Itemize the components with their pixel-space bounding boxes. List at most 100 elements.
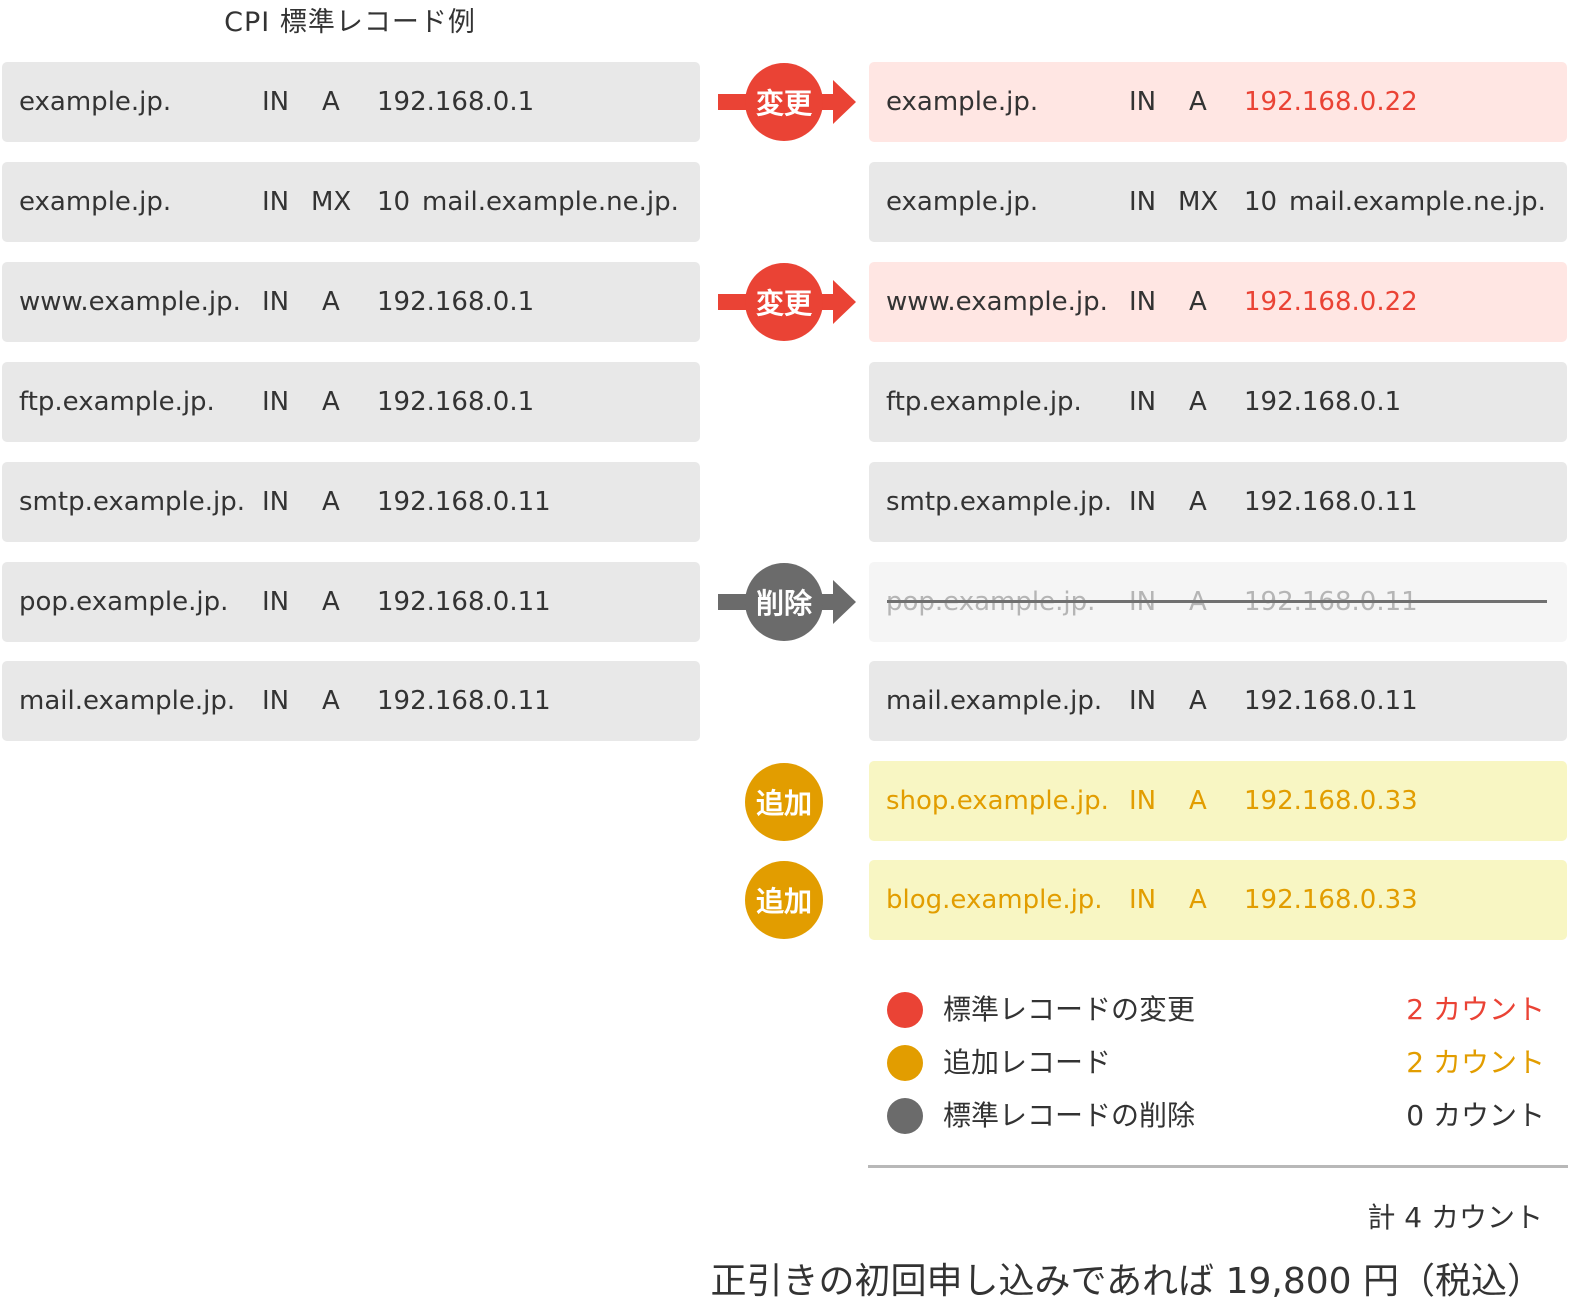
record-value: 192.168.0.33 (1244, 885, 1418, 915)
delete-badge: 削除 (745, 563, 823, 641)
record-value: 192.168.0.1 (377, 287, 535, 317)
record-value: 192.168.0.22 (1244, 287, 1418, 317)
record-type: MX (1178, 187, 1219, 217)
left-record-row: mail.example.jp. IN A 192.168.0.11 (2, 661, 700, 741)
record-name: smtp.example.jp. (19, 487, 246, 517)
record-value: 192.168.0.11 (377, 686, 551, 716)
record-value: 192.168.0.22 (1244, 87, 1418, 117)
record-class: IN (262, 187, 290, 217)
record-value: 192.168.0.11 (1244, 487, 1418, 517)
record-class: IN (262, 287, 290, 317)
record-preference: 10 (1244, 187, 1278, 217)
record-class: IN (262, 87, 290, 117)
record-class: IN (1129, 287, 1157, 317)
record-name: ftp.example.jp. (19, 387, 215, 417)
legend-count: 2 カウント (1406, 1046, 1545, 1079)
record-type: MX (311, 187, 352, 217)
record-value: 192.168.0.11 (377, 487, 551, 517)
red-dot-icon (887, 992, 923, 1028)
left-record-row: smtp.example.jp. IN A 192.168.0.11 (2, 462, 700, 542)
record-name: pop.example.jp. (19, 587, 229, 617)
record-value: 192.168.0.1 (377, 87, 535, 117)
right-record-row: example.jp. IN MX 10 mail.example.ne.jp. (869, 162, 1567, 242)
diagram-title: CPI 標準レコード例 (224, 7, 476, 38)
record-class: IN (1129, 187, 1157, 217)
record-type: A (1189, 87, 1207, 117)
left-record-row: pop.example.jp. IN A 192.168.0.11 (2, 562, 700, 642)
right-record-row-added: blog.example.jp. IN A 192.168.0.33 (869, 860, 1567, 940)
record-mail-host: mail.example.ne.jp. (1289, 187, 1546, 217)
record-name: www.example.jp. (886, 287, 1108, 317)
strikethrough-line (887, 600, 1547, 603)
change-badge: 変更 (745, 263, 823, 341)
right-record-row: smtp.example.jp. IN A 192.168.0.11 (869, 462, 1567, 542)
record-name: mail.example.jp. (886, 686, 1103, 716)
record-mail-host: mail.example.ne.jp. (422, 187, 679, 217)
left-record-row: example.jp. IN A 192.168.0.1 (2, 62, 700, 142)
right-record-row-added: shop.example.jp. IN A 192.168.0.33 (869, 761, 1567, 841)
record-type: A (1189, 487, 1207, 517)
record-value: 192.168.0.33 (1244, 786, 1418, 816)
record-type: A (322, 387, 340, 417)
record-value: 192.168.0.1 (377, 387, 535, 417)
record-class: IN (262, 587, 290, 617)
record-name: shop.example.jp. (886, 786, 1109, 816)
right-record-row-deleted: pop.example.jp. IN A 192.168.0.11 (869, 562, 1567, 642)
legend-label: 標準レコードの削除 (943, 1099, 1196, 1132)
price-note: 正引きの初回申し込みであれば 19,800 円（税込） (710, 1261, 1544, 1302)
record-class: IN (262, 686, 290, 716)
record-type: A (1189, 686, 1207, 716)
record-type: A (322, 87, 340, 117)
record-type: A (1189, 387, 1207, 417)
record-class: IN (262, 487, 290, 517)
record-type: A (1189, 287, 1207, 317)
legend-item-change: 標準レコードの変更 2 カウント (885, 985, 1545, 1035)
left-record-row: ftp.example.jp. IN A 192.168.0.1 (2, 362, 700, 442)
right-record-row-changed: example.jp. IN A 192.168.0.22 (869, 62, 1567, 142)
record-name: mail.example.jp. (19, 686, 236, 716)
record-name: smtp.example.jp. (886, 487, 1113, 517)
record-class: IN (1129, 786, 1157, 816)
record-type: A (322, 287, 340, 317)
total-divider (868, 1165, 1568, 1168)
record-type: A (1189, 786, 1207, 816)
legend-count: 0 カウント (1406, 1099, 1545, 1132)
record-name: www.example.jp. (19, 287, 241, 317)
legend-count: 2 カウント (1406, 993, 1545, 1026)
record-name: example.jp. (19, 187, 172, 217)
record-class: IN (1129, 686, 1157, 716)
legend-label: 追加レコード (943, 1046, 1112, 1079)
record-name: example.jp. (19, 87, 172, 117)
record-value: 192.168.0.11 (1244, 686, 1418, 716)
change-badge: 変更 (745, 63, 823, 141)
left-record-row: example.jp. IN MX 10 mail.example.ne.jp. (2, 162, 700, 242)
record-name: example.jp. (886, 87, 1039, 117)
record-value: 192.168.0.1 (1244, 387, 1402, 417)
record-class: IN (1129, 387, 1157, 417)
record-class: IN (1129, 487, 1157, 517)
record-class: IN (1129, 87, 1157, 117)
record-preference: 10 (377, 187, 411, 217)
add-badge: 追加 (745, 763, 823, 841)
record-value: 192.168.0.11 (377, 587, 551, 617)
right-record-row: ftp.example.jp. IN A 192.168.0.1 (869, 362, 1567, 442)
gray-dot-icon (887, 1098, 923, 1134)
left-record-row: www.example.jp. IN A 192.168.0.1 (2, 262, 700, 342)
legend-item-add: 追加レコード 2 カウント (885, 1038, 1545, 1088)
legend-item-delete: 標準レコードの削除 0 カウント (885, 1091, 1545, 1141)
record-name: ftp.example.jp. (886, 387, 1082, 417)
record-class: IN (1129, 885, 1157, 915)
right-record-row-changed: www.example.jp. IN A 192.168.0.22 (869, 262, 1567, 342)
record-type: A (1189, 885, 1207, 915)
record-class: IN (262, 387, 290, 417)
record-type: A (322, 487, 340, 517)
add-badge: 追加 (745, 861, 823, 939)
record-name: blog.example.jp. (886, 885, 1103, 915)
record-type: A (322, 587, 340, 617)
total-count: 計 4 カウント (1367, 1201, 1543, 1234)
record-type: A (322, 686, 340, 716)
orange-dot-icon (887, 1045, 923, 1081)
right-record-row: mail.example.jp. IN A 192.168.0.11 (869, 661, 1567, 741)
record-name: example.jp. (886, 187, 1039, 217)
legend-label: 標準レコードの変更 (943, 993, 1196, 1026)
